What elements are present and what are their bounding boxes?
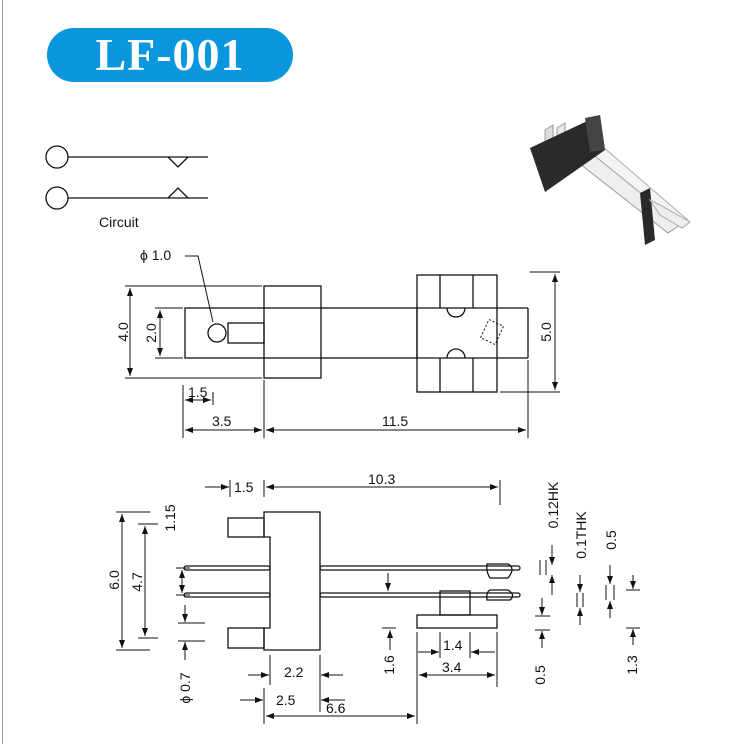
circuit-label: Circuit	[99, 214, 139, 230]
top-view: ϕ 1.0 4.0 2.0 5.0 1.5 3.5 11.5	[115, 247, 560, 438]
hole	[207, 323, 227, 343]
contact-up-icon	[167, 187, 189, 199]
dim-1-5-top: 1.5	[188, 384, 208, 400]
dim-10-3: 10.3	[368, 471, 395, 487]
dim-2-5: 2.5	[276, 692, 296, 708]
side-view: 1.5 10.3 6.0 4.7 1.15 ϕ 0.7 2.2 2.5 6.	[106, 471, 640, 724]
circuit-symbol: Circuit	[45, 145, 208, 230]
dim-height-2-0: 2.0	[143, 323, 159, 343]
dim-4-7: 4.7	[129, 572, 145, 592]
dim-height-5-0: 5.0	[538, 322, 554, 342]
dim-0-12hk: 0.12HK	[545, 481, 561, 528]
dim-1-6: 1.6	[381, 655, 397, 675]
contact-down-icon	[167, 156, 189, 168]
terminal-circle-1	[45, 145, 69, 169]
product-photo	[530, 115, 692, 245]
dim-11-5: 11.5	[382, 413, 408, 429]
dim-1-5-side: 1.5	[234, 479, 254, 495]
dim-hole-dia: ϕ 1.0	[140, 247, 171, 263]
dim-pin-dia: ϕ 0.7	[177, 672, 193, 703]
dim-6-0: 6.0	[106, 570, 122, 590]
dim-6-6: 6.6	[326, 700, 346, 716]
dim-1-3: 1.3	[624, 655, 640, 675]
dim-height-4-0: 4.0	[115, 322, 131, 342]
dim-0-5-bottom: 0.5	[532, 665, 548, 685]
dim-0-1thk: 0.1THK	[573, 511, 589, 559]
dim-1-15: 1.15	[162, 504, 178, 531]
dim-1-4: 1.4	[443, 637, 463, 653]
terminal-circle-2	[45, 186, 69, 210]
page-border	[2, 0, 3, 744]
model-title-badge: LF-001	[47, 28, 293, 82]
dim-2-2: 2.2	[284, 664, 304, 680]
dim-3-5: 3.5	[212, 413, 232, 429]
dim-0-5-right: 0.5	[603, 530, 619, 550]
dim-3-4: 3.4	[442, 659, 462, 675]
